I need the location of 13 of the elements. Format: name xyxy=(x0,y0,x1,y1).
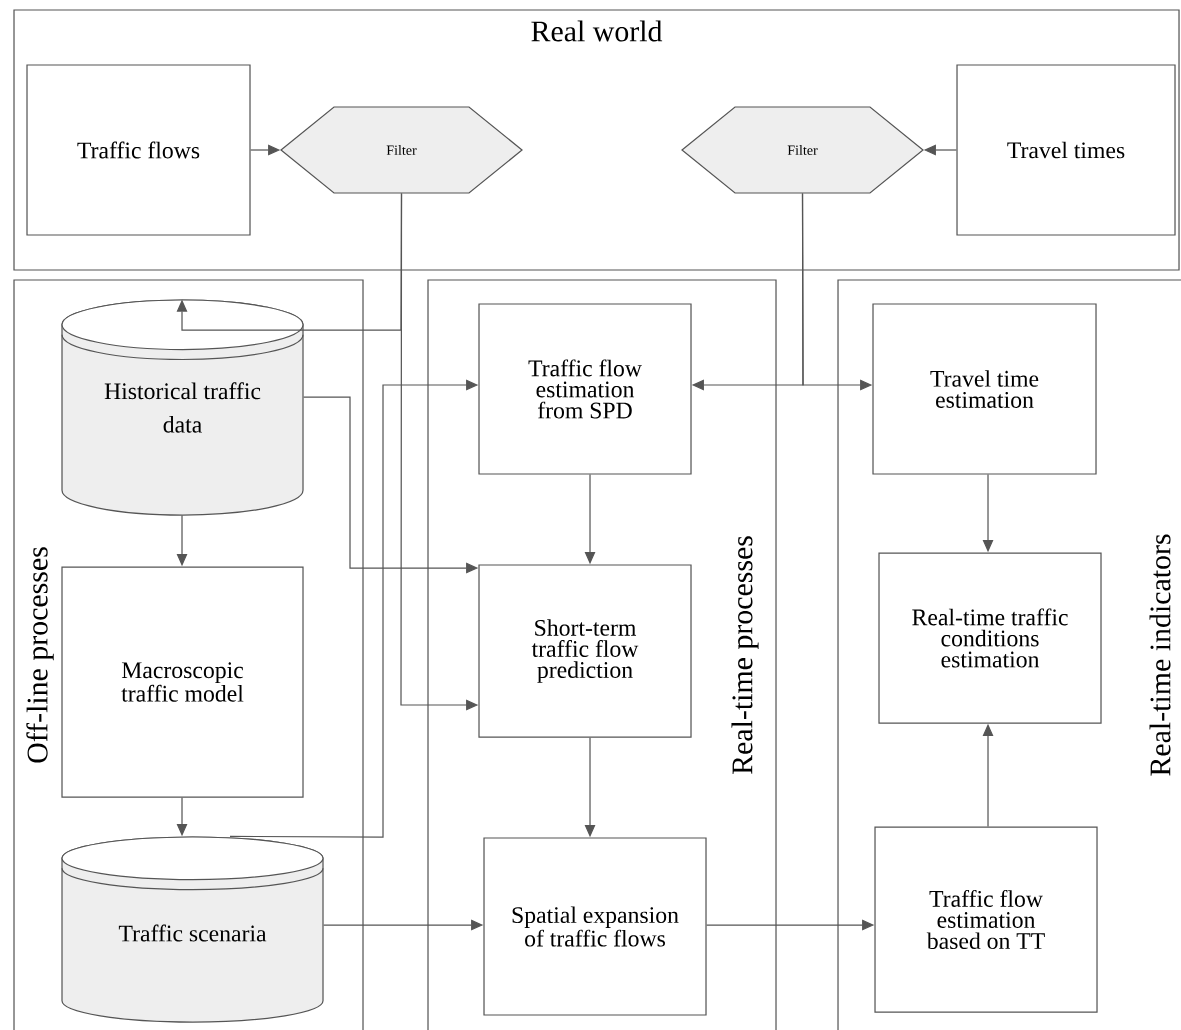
process-box: Traffic flow estimation from SPD xyxy=(478,303,692,475)
filter-hexagon: Filter xyxy=(280,106,523,194)
process-box: Real-time traffic conditions estimation xyxy=(878,552,1102,724)
database-cylinder: Historical traffic data xyxy=(61,299,304,516)
process-box: Travel times xyxy=(956,64,1176,236)
process-box: Short-term traffic flow prediction xyxy=(478,564,692,738)
process-box: Travel time estimation xyxy=(872,303,1097,475)
process-box: Macroscopic traffic model xyxy=(61,566,304,798)
process-box: Traffic flows xyxy=(26,64,251,236)
database-cylinder: Traffic scenaria xyxy=(61,836,324,1023)
process-box: Spatial expansion of traffic flows xyxy=(483,837,707,1016)
process-box: Traffic flow estimation based on TT xyxy=(874,826,1098,1013)
filter-hexagon: Filter xyxy=(681,106,924,194)
